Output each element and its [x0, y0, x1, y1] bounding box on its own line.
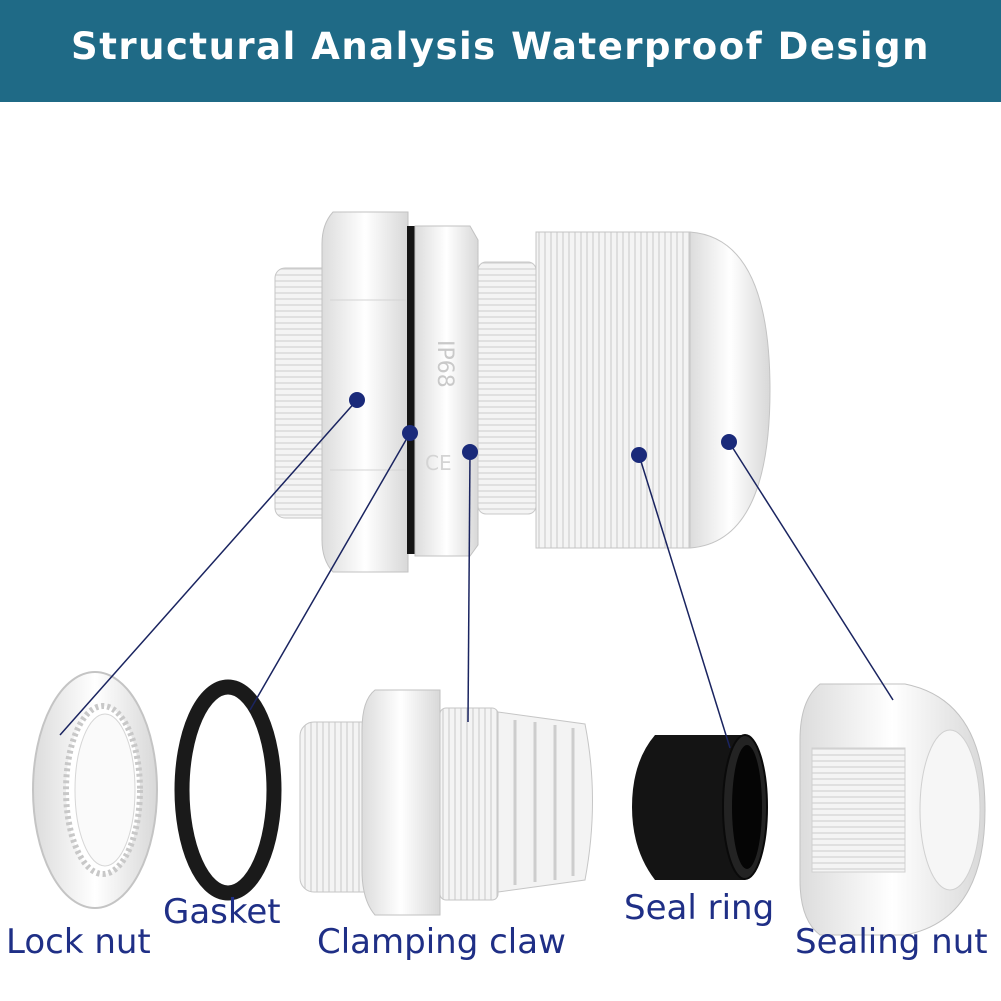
label-seal-ring: Seal ring	[624, 888, 775, 928]
label-clamping-claw: Clamping claw	[317, 922, 566, 962]
seal-ring-part	[632, 734, 768, 880]
callout-dots	[349, 392, 737, 463]
lock-nut-part	[32, 671, 158, 909]
title-banner: Structural Analysis Waterproof Design	[0, 0, 1001, 102]
leader-lock-nut	[59, 399, 358, 736]
dot-clamping-claw	[462, 444, 478, 460]
ce-marking-icon: CE	[425, 451, 452, 475]
clamping-claw-part	[299, 689, 593, 916]
leader-lines	[59, 399, 894, 749]
ip68-marking: IP68	[432, 340, 457, 388]
page-title: Structural Analysis Waterproof Design	[71, 25, 930, 68]
dot-gasket	[402, 425, 418, 441]
leader-clamping-claw	[467, 451, 471, 723]
dot-sealing-nut	[721, 434, 737, 450]
label-lock-nut: Lock nut	[6, 922, 151, 962]
gasket-part	[174, 679, 282, 901]
assembled-cable-gland: IP68 CE	[274, 211, 771, 573]
label-gasket: Gasket	[163, 892, 281, 932]
label-sealing-nut: Sealing nut	[795, 922, 988, 962]
leader-sealing-nut	[728, 441, 894, 701]
dot-seal-ring	[631, 447, 647, 463]
dot-lock-nut	[349, 392, 365, 408]
leader-seal-ring	[638, 454, 731, 749]
leader-gasket	[249, 432, 411, 711]
sealing-nut-part	[799, 683, 986, 936]
